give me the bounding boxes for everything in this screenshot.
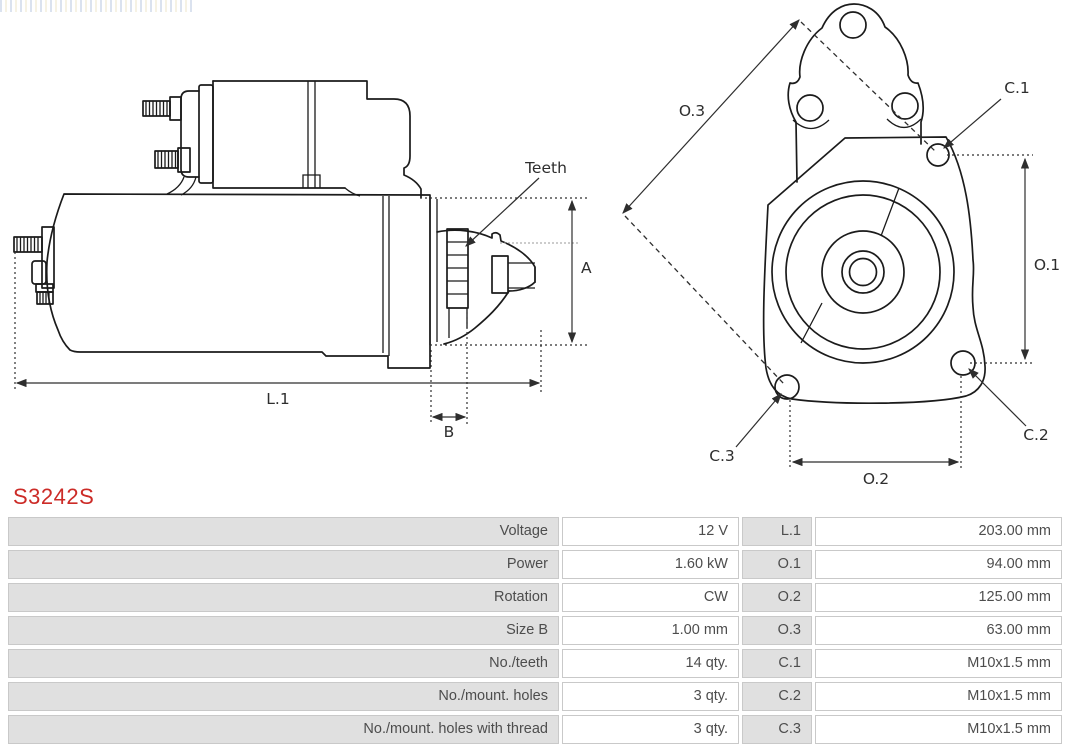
- shaft: [508, 262, 536, 289]
- spec-code-cell: C.3: [742, 715, 812, 744]
- dim-c3-label: C.3: [709, 447, 735, 465]
- dim-l1-label: L.1: [266, 390, 289, 408]
- spec-label-cell: No./teeth: [8, 649, 559, 678]
- spec-table: Voltage 12 V L.1 203.00 mm Power 1.60 kW…: [8, 517, 1062, 744]
- spec-label-cell: Rotation: [8, 583, 559, 612]
- spec-code-cell: O.1: [742, 550, 812, 579]
- dim-c1-label: C.1: [1004, 79, 1030, 97]
- top-mount-hole: [839, 11, 867, 39]
- dimension-o1: O.1: [947, 154, 1060, 364]
- motor-terminal: [13, 226, 55, 305]
- spec-label-cell: Power: [8, 550, 559, 579]
- dim-o1-label: O.1: [1034, 256, 1060, 274]
- technical-drawing: A Teeth L.1 B: [13, 3, 1060, 488]
- spec-value-cell: 3 qty.: [562, 682, 739, 711]
- spec-code-cell: C.2: [742, 682, 812, 711]
- dim-o2-label: O.2: [863, 470, 889, 488]
- spec-code-value-cell: M10x1.5 mm: [815, 715, 1062, 744]
- dimension-l1: L.1: [14, 252, 542, 408]
- right-ear-hole: [891, 92, 919, 120]
- left-ear-hole: [796, 94, 824, 122]
- spec-value-cell: CW: [562, 583, 739, 612]
- dim-c2-label: C.2: [1023, 426, 1049, 444]
- scan-artifact: [0, 0, 192, 12]
- teeth-label: Teeth: [524, 159, 567, 177]
- front-view-drawing: O.3 C.1 O.1 C.2 C.3: [622, 3, 1060, 488]
- spec-label-cell: No./mount. holes with thread: [8, 715, 559, 744]
- spec-code-value-cell: M10x1.5 mm: [815, 682, 1062, 711]
- spec-label-cell: Size B: [8, 616, 559, 645]
- dimension-a: A: [420, 197, 592, 346]
- spec-code-value-cell: M10x1.5 mm: [815, 649, 1062, 678]
- spec-value-cell: 1.60 kW: [562, 550, 739, 579]
- side-view-drawing: A Teeth L.1 B: [13, 80, 592, 441]
- motor-body: [45, 193, 431, 369]
- bearing-circles: [771, 180, 955, 364]
- teeth-callout: Teeth: [465, 159, 567, 247]
- dimension-o2: O.2: [789, 376, 962, 488]
- dim-b-label: B: [444, 423, 455, 441]
- spec-code-value-cell: 203.00 mm: [815, 517, 1062, 546]
- spec-label-cell: No./mount. holes: [8, 682, 559, 711]
- spec-code-value-cell: 63.00 mm: [815, 616, 1062, 645]
- spec-label-cell: Voltage: [8, 517, 559, 546]
- top-bracket: [787, 3, 924, 183]
- spec-code-value-cell: 94.00 mm: [815, 550, 1062, 579]
- spec-code-cell: C.1: [742, 649, 812, 678]
- spec-value-cell: 3 qty.: [562, 715, 739, 744]
- shaft-collar: [491, 255, 509, 294]
- spec-code-cell: L.1: [742, 517, 812, 546]
- flange-outline: [762, 136, 986, 405]
- solenoid: [142, 80, 422, 198]
- dimension-b: B: [430, 312, 468, 441]
- drive-end-housing: [429, 197, 536, 345]
- spec-code-cell: O.3: [742, 616, 812, 645]
- c3-callout: C.3: [709, 393, 782, 465]
- spec-value-cell: 1.00 mm: [562, 616, 739, 645]
- c2-callout: C.2: [968, 368, 1049, 444]
- spec-value-cell: 12 V: [562, 517, 739, 546]
- c3-hole: [774, 374, 800, 400]
- motor-seam: [382, 196, 390, 356]
- part-code: S3242S: [13, 484, 95, 509]
- dimension-o3: O.3: [622, 19, 936, 385]
- c1-callout: C.1: [943, 79, 1030, 149]
- dim-o3-label: O.3: [679, 102, 705, 120]
- dim-a-label: A: [581, 259, 592, 277]
- spec-code-cell: O.2: [742, 583, 812, 612]
- spec-code-value-cell: 125.00 mm: [815, 583, 1062, 612]
- spec-value-cell: 14 qty.: [562, 649, 739, 678]
